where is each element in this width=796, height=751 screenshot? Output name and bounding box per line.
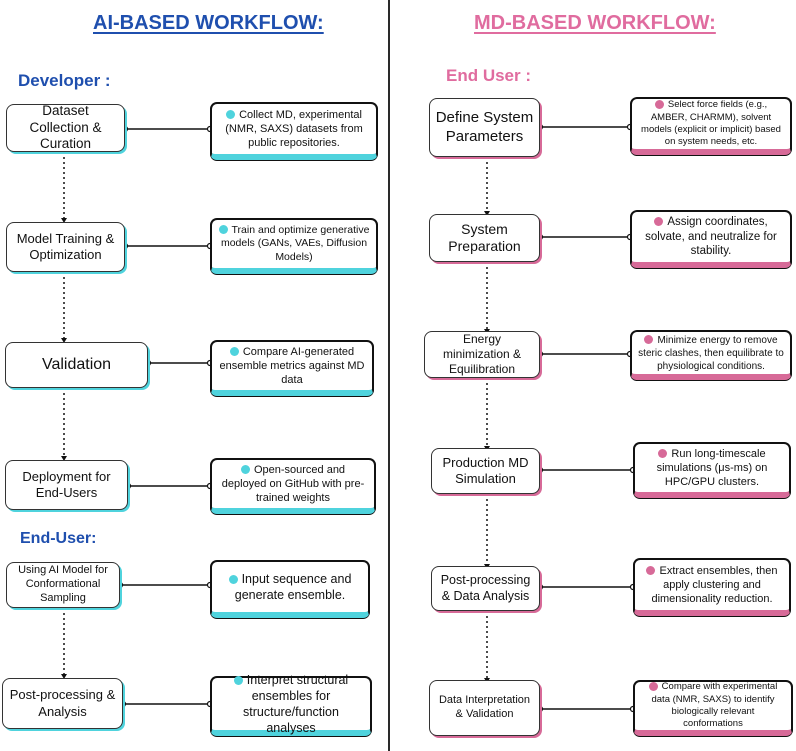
step-validation: Validation xyxy=(5,342,148,388)
step-right-post-processing: Post-processing & Data Analysis xyxy=(431,566,540,611)
bullet-icon xyxy=(229,347,239,357)
step-model-training: Model Training & Optimization xyxy=(6,222,125,272)
bullet-icon xyxy=(658,449,668,459)
bullet-icon xyxy=(646,566,656,576)
bullet-icon xyxy=(654,100,664,110)
note-dataset-collection: Collect MD, experimental (NMR, SAXS) dat… xyxy=(210,102,378,160)
arrowhead xyxy=(61,338,67,343)
note-define-system: Select force fields (e.g., AMBER, CHARMM… xyxy=(630,97,792,155)
bullet-icon xyxy=(218,225,228,235)
step-define-system: Define System Parameters xyxy=(429,98,540,157)
note-validation: Compare AI-generated ensemble metrics ag… xyxy=(210,340,374,396)
step-using-ai-model: Using AI Model for Conformational Sampli… xyxy=(6,562,120,608)
note-data-interpretation: Compare with experimental data (NMR, SAX… xyxy=(633,680,793,736)
note-left-post-processing: Interpret structural ensembles for struc… xyxy=(210,673,372,736)
step-production-md: Production MD Simulation xyxy=(431,448,540,494)
left-workflow-title: AI-BASED WORKFLOW: xyxy=(93,12,324,34)
step-left-post-processing: Post-processing & Analysis xyxy=(2,678,123,729)
step-data-interpretation: Data Interpretation & Validation xyxy=(429,680,540,736)
bullet-icon xyxy=(654,217,664,227)
step-system-preparation: System Preparation xyxy=(429,214,540,262)
note-energy-minimization: Minimize energy to remove steric clashes… xyxy=(630,330,792,380)
arrowhead xyxy=(61,674,67,679)
bullet-icon xyxy=(648,682,658,692)
note-model-training: Train and optimize generative models (GA… xyxy=(210,218,378,274)
step-energy-minimization: Energy minimization & Equilibration xyxy=(424,331,540,378)
left-enduser-heading: End-User: xyxy=(20,530,97,547)
arrowhead xyxy=(484,211,490,216)
bullet-icon xyxy=(644,335,654,345)
bullet-icon xyxy=(233,675,243,685)
note-using-ai-model: Input sequence and generate ensemble. xyxy=(210,560,370,618)
bullet-icon xyxy=(240,465,250,475)
step-deployment: Deployment for End-Users xyxy=(5,460,128,510)
step-dataset-collection: Dataset Collection & Curation xyxy=(6,103,125,152)
bullet-icon xyxy=(226,110,236,120)
right-enduser-heading: End User : xyxy=(446,66,532,85)
column-divider xyxy=(388,0,390,751)
note-production-md: Run long-timescale simulations (μs-ms) o… xyxy=(633,442,791,498)
arrowhead xyxy=(61,218,67,223)
right-workflow-title: MD-BASED WORKFLOW: xyxy=(474,12,716,34)
arrowhead xyxy=(61,456,67,461)
note-deployment: Open-sourced and deployed on GitHub with… xyxy=(210,458,376,514)
bullet-icon xyxy=(228,574,238,584)
developer-heading: Developer : xyxy=(18,71,111,90)
note-system-preparation: Assign coordinates, solvate, and neutral… xyxy=(630,210,792,268)
note-right-post-processing: Extract ensembles, then apply clustering… xyxy=(633,558,791,616)
